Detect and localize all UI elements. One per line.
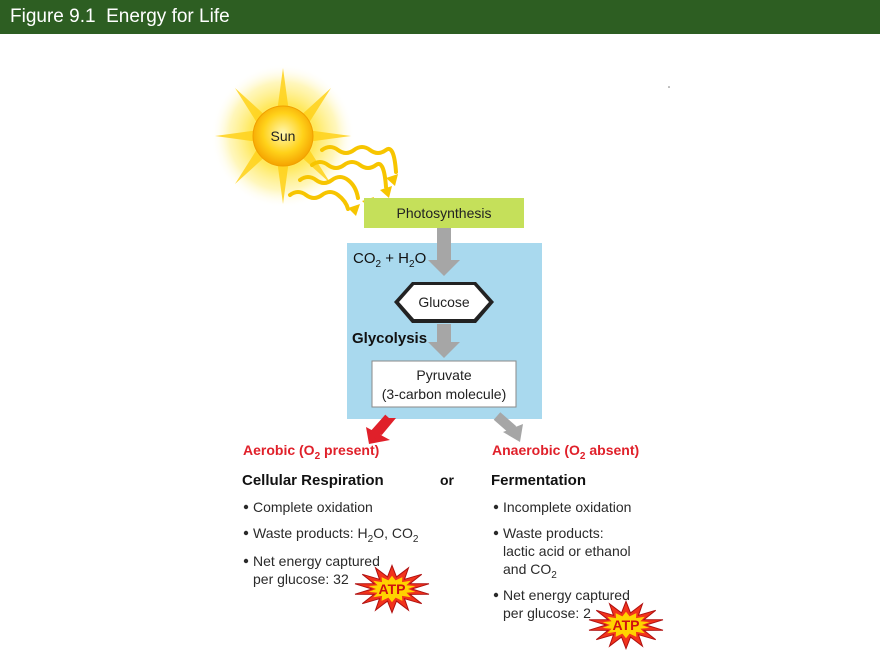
or-label: or [440, 472, 455, 488]
sunlight-arrowheads [348, 174, 398, 216]
figure-title: Figure 9.1 Energy for Life [10, 6, 230, 27]
flow-arrows [428, 228, 460, 358]
atp-burst-anaerobic: ATP [588, 600, 664, 650]
anaerobic-bullet-oxidation: Incomplete oxidation [503, 499, 631, 515]
aerobic-label: Aerobic (O2 present) [243, 442, 379, 462]
bullet-dot [493, 504, 499, 510]
photosynthesis-box [364, 198, 524, 228]
stray-dot [668, 86, 670, 88]
pyruvate-label: Pyruvate [416, 367, 471, 383]
atp-label: ATP [379, 581, 406, 597]
atp-label: ATP [613, 617, 640, 633]
aerobic-bullet-oxidation: Complete oxidation [253, 499, 373, 515]
bullet-dot [243, 504, 249, 510]
sunlight-rays [288, 145, 398, 211]
anaerobic-label: Anaerobic (O2 absent) [492, 442, 639, 462]
anaerobic-arrow [493, 412, 523, 442]
aerobic-bullet-energy-line1: Net energy captured [253, 553, 380, 569]
pyruvate-sublabel: (3-carbon molecule) [382, 386, 507, 402]
anaerobic-bullet-waste-line3: and CO2 [503, 561, 557, 581]
atp-burst-aerobic: ATP [354, 564, 430, 614]
anaerobic-bullet-energy-line2: per glucose: 2 [503, 605, 591, 621]
figure-title-bar: Figure 9.1 Energy for Life [0, 0, 880, 34]
anaerobic-bullet-waste-line1: Waste products: [503, 525, 604, 541]
aerobic-arrow [366, 414, 396, 444]
glucose-label: Glucose [418, 294, 470, 310]
aerobic-bullet-waste: Waste products: H2O, CO2 [253, 525, 419, 545]
glycolysis-label: Glycolysis [352, 330, 427, 347]
pyruvate-box [371, 360, 517, 408]
fermentation-title: Fermentation [491, 472, 586, 489]
bullet-dot [493, 592, 499, 598]
anaerobic-bullet-waste-line2: lactic acid or ethanol [503, 543, 631, 559]
glucose-hexagon [399, 285, 489, 319]
bullet-dot [493, 530, 499, 536]
bullet-dot [243, 558, 249, 564]
aerobic-bullet-energy-line2: per glucose: 32 [253, 571, 349, 587]
bullet-dot [243, 530, 249, 536]
cellular-respiration-title: Cellular Respiration [242, 472, 384, 489]
reactants-label: CO2 + H2O [353, 250, 426, 270]
anaerobic-bullet-energy-line1: Net energy captured [503, 587, 630, 603]
sun-icon: Sun [211, 64, 355, 208]
photosynthesis-label: Photosynthesis [397, 205, 492, 221]
sun-label: Sun [271, 128, 296, 144]
